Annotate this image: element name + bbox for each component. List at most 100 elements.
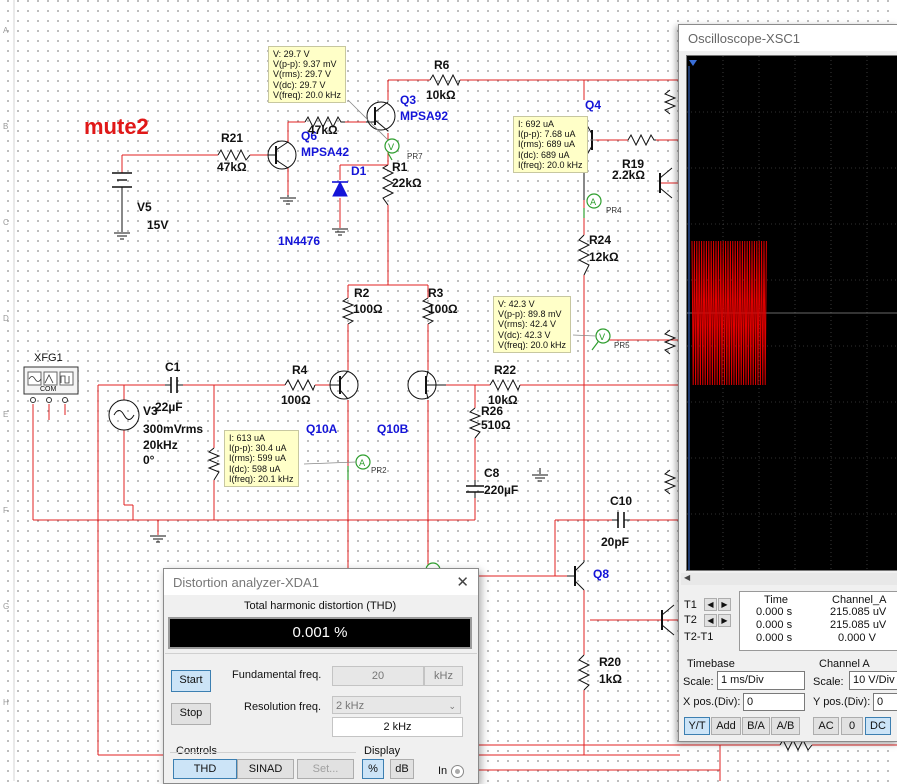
set-button[interactable]: Set...: [297, 759, 354, 779]
thd-heading: Total harmonic distortion (THD): [244, 600, 397, 612]
q4-ref[interactable]: Q4: [585, 98, 602, 112]
xpos-field[interactable]: 0: [743, 693, 805, 711]
v3-value[interactable]: 300mVrms: [143, 422, 204, 436]
v3-ac-source: [108, 399, 140, 431]
dc-coupling-button[interactable]: DC: [865, 717, 891, 735]
v3-ref[interactable]: V3: [143, 404, 158, 418]
oscilloscope-titlebar[interactable]: Oscilloscope-XSC1: [679, 25, 897, 51]
v5-value[interactable]: 15V: [147, 218, 169, 232]
c1-ref[interactable]: C1: [165, 360, 181, 374]
resolution-freq-label: Resolution freq.: [244, 701, 322, 713]
fundamental-freq-label: Fundamental freq.: [232, 669, 322, 681]
ba-button[interactable]: B/A: [742, 717, 770, 735]
r19-ref[interactable]: R19: [622, 157, 645, 171]
r24-value[interactable]: 12kΩ: [589, 250, 619, 264]
c10-ref[interactable]: C10: [610, 494, 633, 508]
r22-ref[interactable]: R22: [494, 363, 517, 377]
r6-value[interactable]: 10kΩ: [426, 88, 456, 102]
close-icon[interactable]: ✕: [456, 574, 469, 591]
distortion-titlebar[interactable]: Distortion analyzer-XDA1 ✕: [164, 569, 478, 595]
zero-coupling-button[interactable]: 0: [841, 717, 863, 735]
row-label-a: A: [3, 26, 9, 35]
r26-ref[interactable]: R26: [481, 404, 504, 418]
start-button[interactable]: Start: [171, 670, 211, 692]
ac-coupling-button[interactable]: AC: [813, 717, 839, 735]
pr7-readout[interactable]: V: 29.7 V V(p-p): 9.37 mV V(rms): 29.7 V…: [268, 46, 347, 104]
d1-diode: [332, 180, 348, 197]
fundamental-freq-field[interactable]: 20: [332, 666, 424, 686]
pr2-readout[interactable]: I: 613 uA I(p-p): 30.4 uA I(rms): 599 uA…: [224, 430, 299, 488]
oscilloscope-title: Oscilloscope-XSC1: [688, 31, 800, 46]
v5-ref[interactable]: V5: [137, 200, 152, 214]
distortion-title: Distortion analyzer-XDA1: [173, 575, 319, 590]
r21-value[interactable]: 47kΩ: [217, 160, 247, 174]
q8-ref[interactable]: Q8: [593, 567, 610, 581]
r2-value[interactable]: 100Ω: [353, 302, 383, 316]
q10b-ref[interactable]: Q10B: [377, 422, 409, 436]
t2-left-arrow-icon[interactable]: ◀: [704, 614, 717, 627]
channel-scale-field[interactable]: 10 V/Div: [849, 671, 897, 690]
r1-ref[interactable]: R1: [392, 160, 408, 174]
add-button[interactable]: Add: [711, 717, 741, 735]
stop-button[interactable]: Stop: [171, 703, 211, 725]
scroll-left-icon[interactable]: ◀: [684, 573, 691, 582]
r21-ref[interactable]: R21: [221, 131, 244, 145]
r3-ref[interactable]: R3: [428, 286, 444, 300]
q6-ref[interactable]: Q6: [301, 129, 318, 143]
c8-ref[interactable]: C8: [484, 466, 500, 480]
sinad-button[interactable]: SINAD: [237, 759, 294, 779]
d1-value[interactable]: 1N4476: [278, 234, 321, 248]
r47k-value[interactable]: 47kΩ: [308, 123, 338, 137]
r20-value[interactable]: 1kΩ: [599, 672, 622, 686]
q6-value[interactable]: MPSA42: [301, 145, 350, 159]
r19-value[interactable]: 2.2kΩ: [612, 168, 645, 182]
r24-ref[interactable]: R24: [589, 233, 612, 247]
r1-value[interactable]: 22kΩ: [392, 176, 422, 190]
q3-value[interactable]: MPSA92: [400, 109, 449, 123]
r4-ref[interactable]: R4: [292, 363, 308, 377]
ypos-label: Y pos.(Div):: [813, 696, 871, 708]
t2-right-arrow-icon[interactable]: ▶: [718, 614, 731, 627]
oscilloscope-screen[interactable]: [686, 55, 897, 571]
yt-button[interactable]: Y/T: [684, 717, 710, 735]
timebase-scale-field[interactable]: 1 ms/Div: [717, 671, 805, 690]
r20-ref[interactable]: R20: [599, 655, 622, 669]
pr4-line: I(rms): 689 uA: [518, 139, 576, 150]
r6-ref[interactable]: R6: [434, 58, 450, 72]
t1-right-arrow-icon[interactable]: ▶: [718, 598, 731, 611]
xfg1-ref[interactable]: XFG1: [34, 352, 63, 364]
db-button[interactable]: dB: [390, 759, 414, 779]
r22-value[interactable]: 10kΩ: [488, 393, 518, 407]
pr4-readout[interactable]: I: 692 uA I(p-p): 7.68 uA I(rms): 689 uA…: [513, 116, 588, 174]
ypos-field[interactable]: 0: [873, 693, 897, 711]
d1-ref[interactable]: D1: [351, 164, 367, 178]
r4-value[interactable]: 100Ω: [281, 393, 311, 407]
pr2-line: I(p-p): 30.4 uA: [229, 443, 287, 454]
row-label-d: D: [3, 314, 9, 323]
r-right3-resistor: [663, 469, 677, 495]
oscilloscope-scrollbar[interactable]: ◀: [681, 573, 897, 585]
r2-ref[interactable]: R2: [354, 286, 370, 300]
pr7-label: PR7: [407, 152, 423, 161]
c10-value[interactable]: 20pF: [601, 535, 630, 549]
t1-left-arrow-icon[interactable]: ◀: [704, 598, 717, 611]
r3-value[interactable]: 100Ω: [428, 302, 458, 316]
ab-button[interactable]: A/B: [771, 717, 800, 735]
pr2-line: I(rms): 599 uA: [229, 453, 287, 464]
oscilloscope-window[interactable]: Oscilloscope-XSC1 ◀ T: [678, 24, 897, 742]
c1-value[interactable]: 22µF: [155, 400, 183, 414]
distortion-analyzer-window[interactable]: Distortion analyzer-XDA1 ✕ Total harmoni…: [163, 568, 479, 784]
v3-frequency[interactable]: 20kHz: [143, 438, 178, 452]
thd-button[interactable]: THD: [173, 759, 237, 779]
q10a-ref[interactable]: Q10A: [306, 422, 338, 436]
q3-ref[interactable]: Q3: [400, 93, 417, 107]
r26-value[interactable]: 510Ω: [481, 418, 511, 432]
c8-value[interactable]: 220µF: [484, 483, 519, 497]
percent-button[interactable]: %: [362, 759, 384, 779]
input-terminal-icon[interactable]: [451, 765, 464, 778]
pr5-readout[interactable]: V: 42.3 V V(p-p): 89.8 mV V(rms): 42.4 V…: [493, 296, 572, 354]
resolution-freq-select[interactable]: 2 kHz ⌄: [332, 696, 461, 714]
v3-phase[interactable]: 0°: [143, 453, 155, 467]
t1-value: 215.085 uV: [830, 606, 887, 618]
